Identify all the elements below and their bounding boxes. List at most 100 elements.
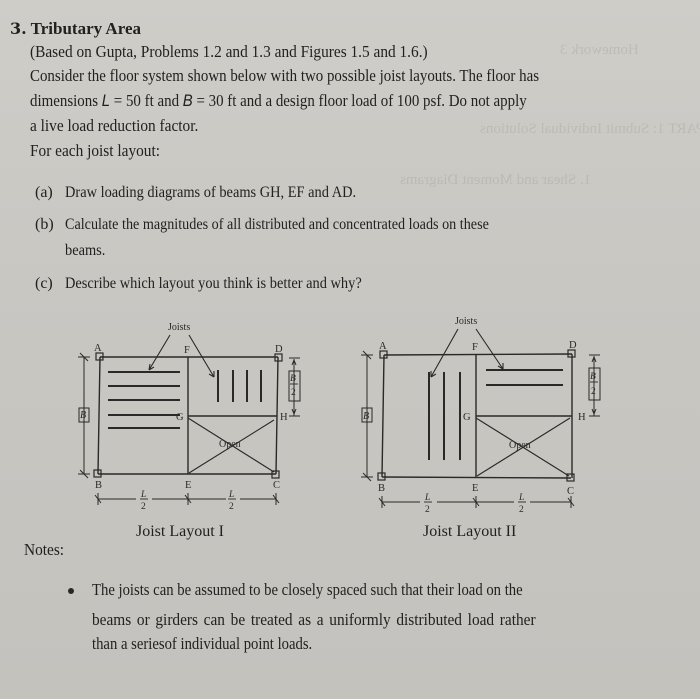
- point-F: F: [472, 342, 478, 353]
- point-D: D: [569, 340, 577, 351]
- point-A: A: [94, 343, 102, 354]
- dim-L-half-num: L: [228, 490, 234, 500]
- open-label: Open: [509, 440, 531, 451]
- column-C: [566, 473, 575, 482]
- caption-layout-2-text: Joist Layout II: [423, 523, 517, 540]
- beam-AD: [383, 353, 573, 356]
- dim-L-half-num: L: [140, 490, 146, 500]
- arrow-head: [208, 371, 215, 378]
- point-E: E: [472, 483, 478, 494]
- part-b-text-2: beams.: [65, 243, 110, 259]
- point-G: G: [176, 412, 184, 423]
- note-line-2: beams or girders can be treated as a uni…: [92, 610, 569, 629]
- dim-L-half-den: 2: [141, 502, 146, 512]
- dim-L-half-den: 2: [425, 505, 430, 515]
- intro-text-3: a live load reduction factor.: [30, 116, 199, 135]
- dim-B-half-num: B: [290, 374, 296, 384]
- arrow-head: [430, 371, 437, 378]
- point-C: C: [567, 486, 574, 497]
- point-G: G: [463, 412, 471, 423]
- joists-label: Joists: [455, 316, 477, 327]
- part-c-label: (c): [35, 275, 53, 292]
- point-H: H: [280, 412, 288, 423]
- dim-L-half-den: 2: [229, 502, 234, 512]
- arrow-head: [291, 359, 297, 366]
- dim-B-half-den: 2: [591, 387, 596, 397]
- problem-title: 3. Tributary Area: [10, 20, 141, 37]
- joists-label: Joists: [168, 322, 190, 333]
- column-B: [377, 472, 386, 481]
- notes-label: Notes:: [24, 540, 67, 559]
- column-A: [379, 350, 388, 359]
- joists-arrow-right: [475, 328, 504, 370]
- arrow-head: [148, 363, 155, 371]
- open-diagonal-2: [188, 419, 275, 474]
- dim-gap: [361, 407, 373, 423]
- point-H: H: [578, 412, 586, 423]
- notes-label-text: Notes:: [24, 540, 65, 559]
- intro-line-1: Consider the floor system shown below wi…: [30, 66, 592, 85]
- dim-B-half-den: 2: [291, 388, 296, 398]
- part-a-text: Draw loading diagrams of beams GH, EF an…: [65, 185, 389, 201]
- caption-layout-2: Joist Layout II: [423, 524, 516, 540]
- caption-layout-1: Joist Layout I: [136, 524, 224, 540]
- open-label: Open: [219, 439, 241, 450]
- intro-text-2-mid2: = 30 ft and a design floor load of 100 p…: [192, 91, 527, 110]
- open-diagonal-2: [476, 417, 571, 477]
- part-c-text: Describe which layout you think is bette…: [65, 276, 395, 292]
- beam-BC: [381, 476, 572, 479]
- dim-B-label: B: [363, 411, 369, 422]
- point-D: D: [275, 344, 283, 355]
- column-A: [95, 352, 104, 361]
- column-D: [567, 349, 576, 358]
- arrow-head: [591, 408, 597, 415]
- dim-L-half-num: L: [518, 493, 524, 503]
- dim-gap: [588, 367, 601, 401]
- arrow-head: [497, 363, 504, 370]
- column-B: [93, 469, 102, 478]
- part-b-text: Calculate the magnitudes of all distribu…: [65, 217, 544, 233]
- part-a-line1: Draw loading diagrams of beams GH, EF an…: [65, 184, 357, 201]
- point-B: B: [95, 480, 102, 491]
- caption-layout-1-text: Joist Layout I: [136, 523, 224, 540]
- note-line-1: The joists can be assumed to be closely …: [92, 580, 576, 599]
- part-b: (b): [35, 217, 54, 233]
- problem-title-text: Tributary Area: [30, 19, 141, 38]
- problem-number: 3.: [10, 19, 27, 38]
- column-C: [271, 470, 280, 479]
- note-line-3: than a seriesof individual point loads.: [92, 635, 339, 653]
- source-text: (Based on Gupta, Problems 1.2 and 1.3 an…: [30, 42, 428, 61]
- joists-arrow-left: [148, 334, 171, 371]
- beam-AB: [97, 356, 101, 475]
- intro-text-2-pre: dimensions: [30, 91, 102, 110]
- variable-L: L: [101, 92, 111, 110]
- arrow-head: [291, 408, 297, 415]
- part-c: (c): [35, 276, 53, 292]
- part-b-line2: beams.: [65, 242, 106, 259]
- variable-B: B: [182, 92, 193, 110]
- dim-B-half-num: B: [590, 372, 596, 382]
- joists-arrow-right: [188, 334, 215, 378]
- dim-B-label: B: [80, 410, 86, 421]
- intro-line-3: a live load reduction factor.: [30, 116, 211, 135]
- point-F: F: [184, 345, 190, 356]
- dim-L-half-num: L: [424, 493, 430, 503]
- note-text-1: The joists can be assumed to be closely …: [92, 580, 523, 599]
- intro-text-2-mid1: = 50 ft and: [110, 91, 183, 110]
- part-c-line1: Describe which layout you think is bette…: [65, 275, 362, 292]
- point-B: B: [378, 483, 385, 494]
- beam-AB: [381, 354, 385, 478]
- note-text-2: beams or girders can be treated as a uni…: [92, 610, 536, 629]
- intro-line-2: dimensions L = 50 ft and B = 30 ft and a…: [30, 91, 579, 110]
- part-a-label: (a): [35, 184, 53, 201]
- point-C: C: [273, 480, 280, 491]
- dim-L-half-den: 2: [519, 505, 524, 515]
- intro-text-1: Consider the floor system shown below wi…: [30, 66, 540, 85]
- for-each-line: For each joist layout:: [30, 141, 170, 160]
- bullet-icon: [68, 588, 74, 594]
- dim-gap: [288, 370, 301, 402]
- for-each-text: For each joist layout:: [30, 141, 160, 160]
- open-diagonal-1: [187, 417, 275, 473]
- part-b-label: (b): [35, 216, 54, 233]
